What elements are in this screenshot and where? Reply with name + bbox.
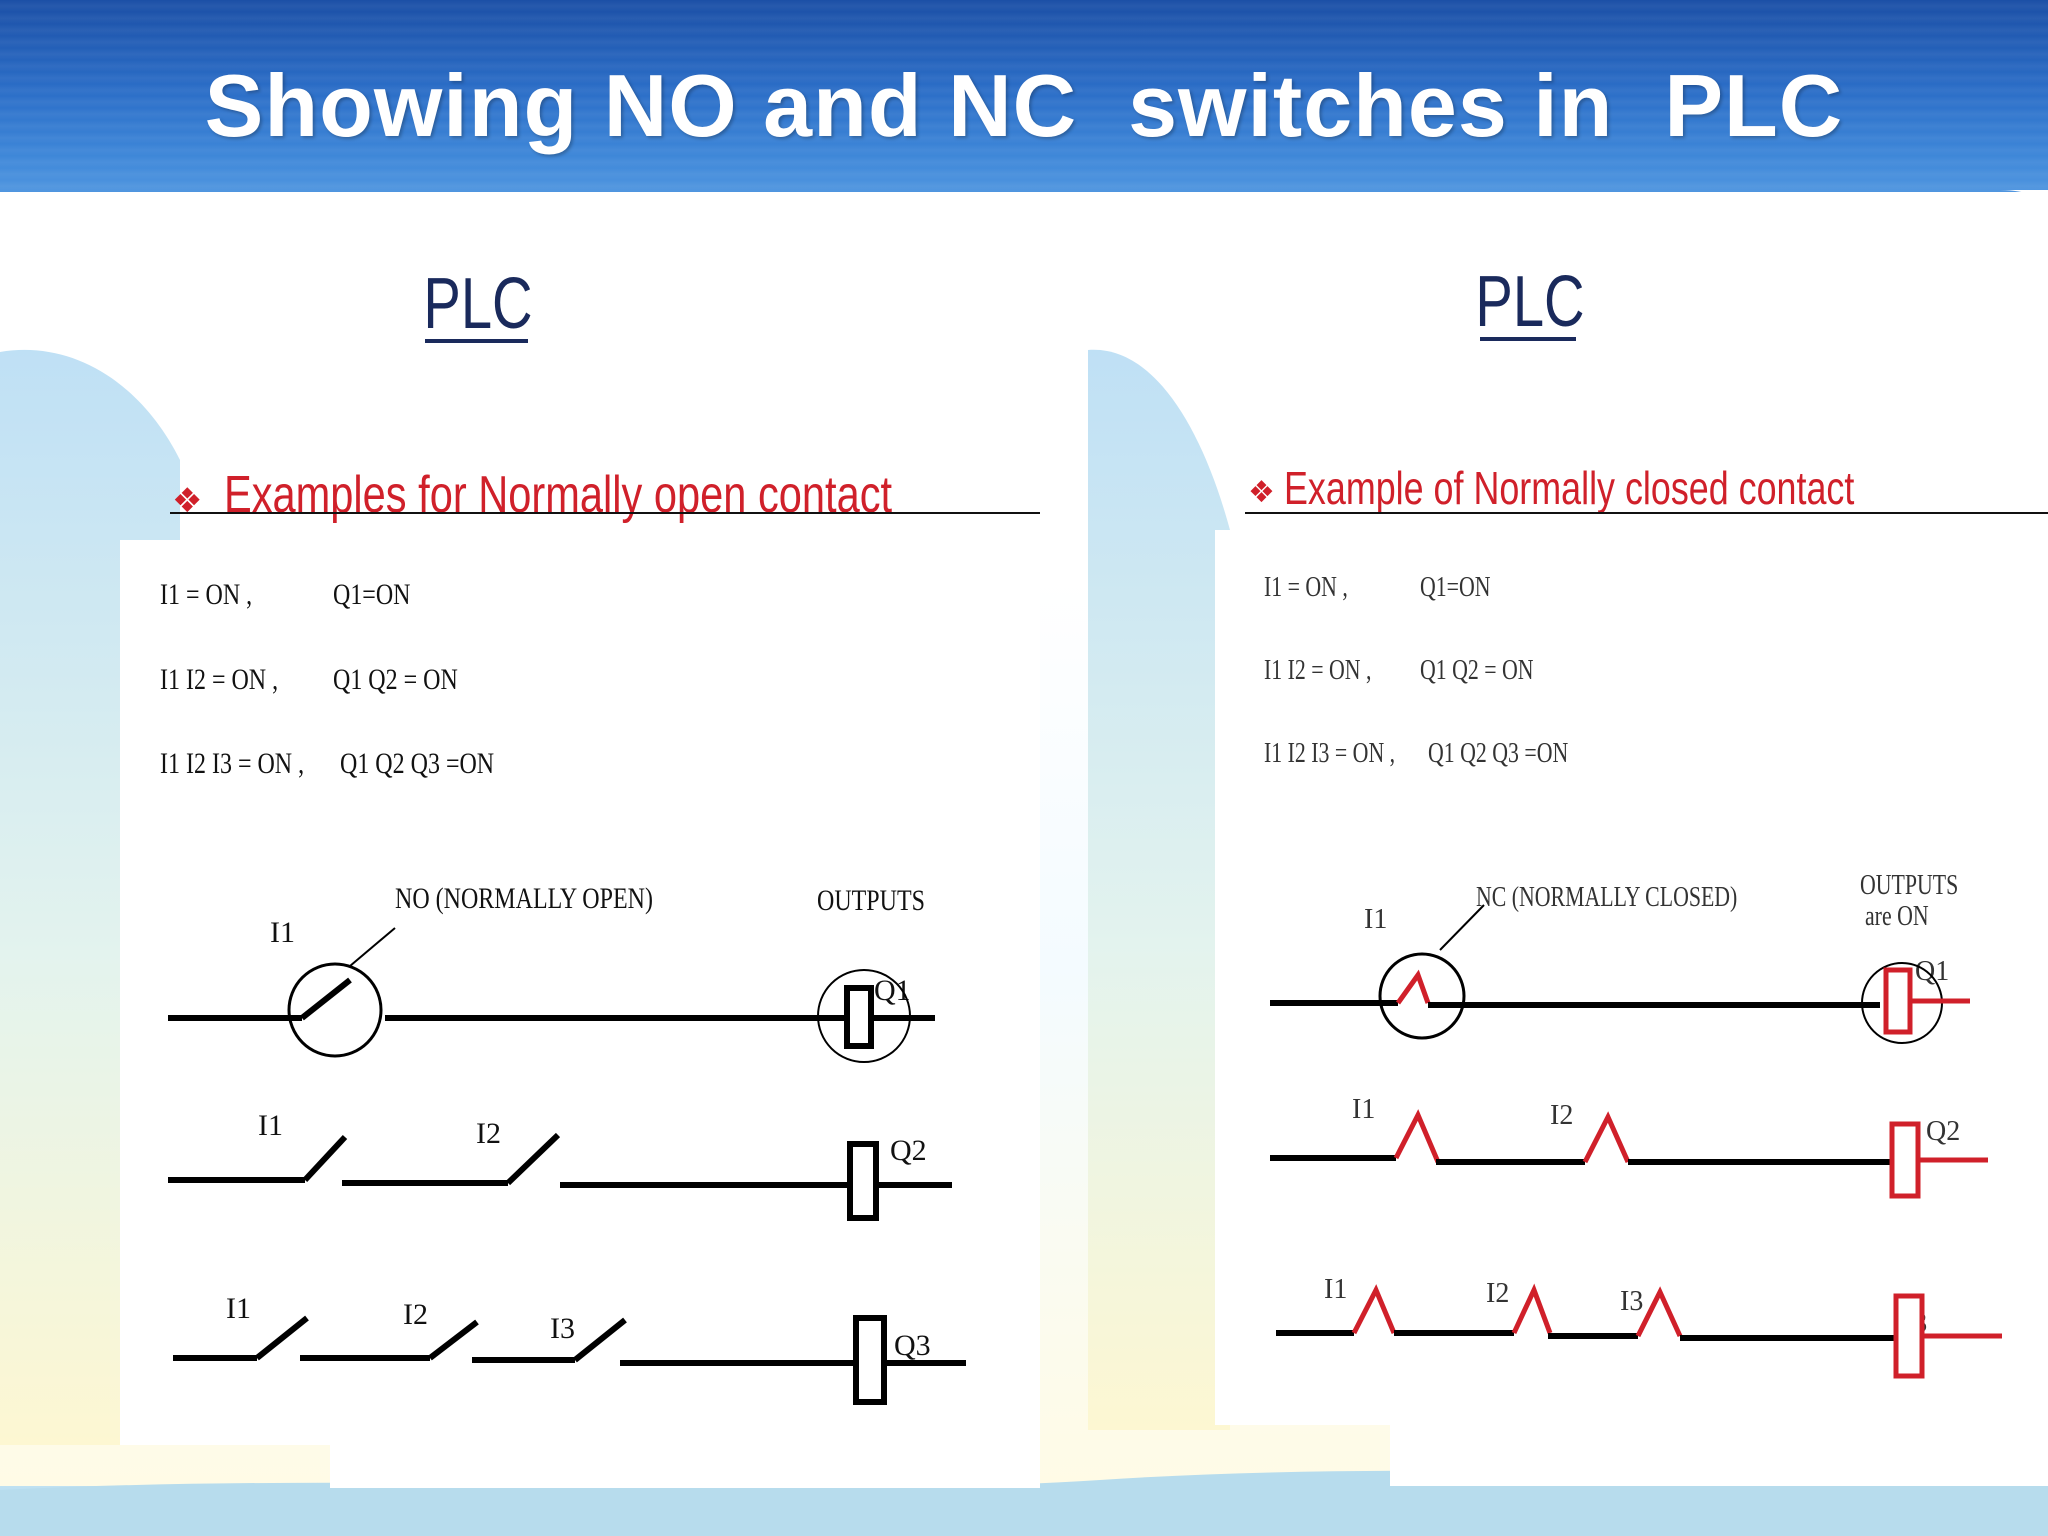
right-eq3-inputs: I1 I2 I3 = ON , xyxy=(1264,739,1395,769)
left-rung-2 xyxy=(168,1132,952,1221)
left-r1-i1-label: I1 xyxy=(270,916,295,949)
right-r3-i1-label: I1 xyxy=(1324,1274,1347,1305)
title-banner-texture xyxy=(0,0,2048,192)
left-r3-i3-label: I3 xyxy=(550,1312,575,1345)
right-r3-i2-label: I2 xyxy=(1486,1278,1509,1309)
right-r3-i3-label: I3 xyxy=(1620,1286,1643,1317)
right-subtitle: Example of Normally closed contact xyxy=(1284,463,1855,514)
right-eq3-outputs: Q1 Q2 Q3 =ON xyxy=(1428,739,1568,769)
right-coil-q2 xyxy=(1889,1121,1921,1199)
left-rung-3 xyxy=(173,1315,966,1405)
left-r3-i1-label: I1 xyxy=(226,1292,251,1325)
right-nc-label: NC (NORMALLY CLOSED) xyxy=(1476,883,1737,913)
right-eq2-outputs: Q1 Q2 = ON xyxy=(1420,656,1534,686)
right-r2-q-label: Q2 xyxy=(1926,1116,1960,1147)
right-eq2-inputs: I1 I2 = ON , xyxy=(1264,656,1371,686)
left-outputs-highlight-circle xyxy=(817,969,911,1063)
left-heading: PLC xyxy=(423,263,532,343)
right-eq1-outputs: Q1=ON xyxy=(1420,573,1491,603)
panel-right-bottom xyxy=(1390,1420,2048,1486)
left-eq1-outputs: Q1=ON xyxy=(333,577,411,610)
panel-left xyxy=(120,540,1040,1445)
left-outputs-label: OUTPUTS xyxy=(817,883,925,916)
left-r3-q-label: Q3 xyxy=(894,1329,931,1362)
left-coil-q3 xyxy=(853,1315,887,1405)
right-r1-i1-label: I1 xyxy=(1364,904,1387,935)
right-coil-q1 xyxy=(1883,967,1913,1035)
left-no-highlight-circle xyxy=(287,962,383,1058)
left-no-label: NO (NORMALLY OPEN) xyxy=(395,881,653,914)
right-outputs-label: OUTPUTS xyxy=(1860,871,1958,901)
left-coil-q1 xyxy=(844,985,874,1049)
sky-curve-right xyxy=(1088,349,1230,1431)
right-eq1-inputs: I1 = ON , xyxy=(1264,573,1348,603)
left-bullet-icon: ❖ xyxy=(172,481,202,521)
left-eq2-outputs: Q1 Q2 = ON xyxy=(333,662,458,695)
left-rung-1 xyxy=(168,927,935,1063)
left-r2-i2-label: I2 xyxy=(476,1117,501,1150)
right-bullet-icon: ❖ xyxy=(1248,475,1275,510)
right-edge-curve xyxy=(2000,190,2048,210)
left-r3-i2-label: I2 xyxy=(403,1298,428,1331)
right-coil-q3 xyxy=(1893,1293,1925,1379)
left-coil-q2 xyxy=(847,1141,879,1221)
left-eq3-inputs: I1 I2 I3 = ON , xyxy=(160,746,304,779)
right-r2-i1-label: I1 xyxy=(1352,1094,1375,1125)
left-eq3-outputs: Q1 Q2 Q3 =ON xyxy=(340,746,494,779)
right-nc-highlight-circle xyxy=(1378,952,1466,1040)
right-outputs-label-2: are ON xyxy=(1865,902,1929,932)
right-r2-i2-label: I2 xyxy=(1550,1100,1573,1131)
left-eq1-inputs: I1 = ON , xyxy=(160,577,252,610)
title-banner: Showing NO and NC switches in PLC xyxy=(0,0,2048,192)
right-rung-1 xyxy=(1270,904,1970,1044)
right-r1-q-label: Q1 xyxy=(1915,956,1949,987)
right-rung-3 xyxy=(1276,1283,2002,1379)
left-eq2-inputs: I1 I2 = ON , xyxy=(160,662,278,695)
right-heading: PLC xyxy=(1475,261,1584,341)
right-heading-underline xyxy=(1480,337,1576,341)
left-r2-q-label: Q2 xyxy=(890,1134,927,1167)
slide-title: Showing NO and NC switches in PLC xyxy=(204,56,1844,155)
right-nc-leader xyxy=(1439,904,1485,951)
left-heading-underline xyxy=(425,339,528,343)
left-r2-i1-label: I1 xyxy=(258,1109,283,1142)
right-rung-2 xyxy=(1270,1109,1988,1199)
left-no-leader xyxy=(349,927,396,967)
panel-left-bottom xyxy=(330,1440,1040,1488)
